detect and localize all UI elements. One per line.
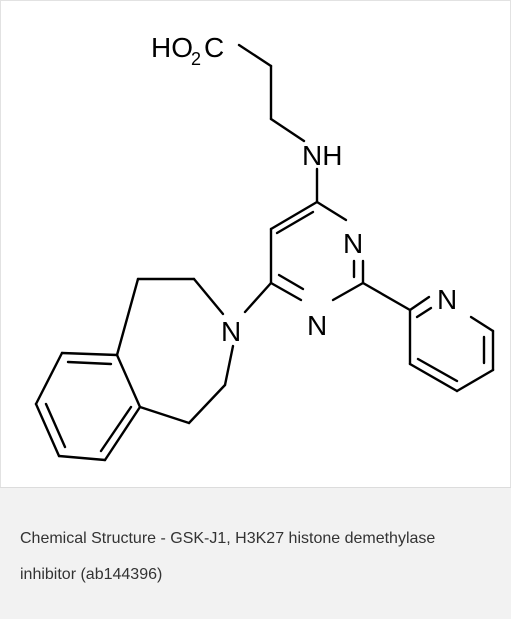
chemical-structure-diagram: HO 2 C NH N N N N: [34, 32, 495, 462]
bond-pyrimidine-azepine: [243, 281, 273, 314]
bond-py-c3-c4: [408, 362, 459, 393]
bond-bz-2-double: [99, 405, 133, 453]
bond-bz-3: [57, 454, 107, 462]
bond-cooh-ch2: [237, 43, 273, 68]
figure-caption: Chemical Structure - GSK-J1, H3K27 histo…: [20, 530, 436, 583]
bond-py-n-c2: [408, 295, 431, 312]
bond-py-c4-c5: [455, 368, 495, 393]
structure-image-frame: HO 2 C NH N N N N: [0, 0, 511, 487]
bond-bz-5: [34, 351, 64, 406]
bond-az-ch2-ch2-bottom: [187, 383, 227, 425]
bond-pyr-c4-c5: [269, 200, 319, 231]
atom-carboxyl-c: C: [204, 32, 224, 63]
bond-py-c6-n: [469, 315, 495, 333]
bond-py-c3-c4-double: [416, 357, 459, 383]
bond-pyr-c6-n1: [269, 281, 303, 302]
atom-pyridine-n: N: [437, 284, 457, 315]
bond-py-n-c2-double: [415, 306, 433, 319]
bond-bz-4-double: [44, 402, 67, 449]
bond-bz-2: [103, 405, 142, 462]
bond-az-n-ch2-bottom: [223, 344, 235, 387]
figure-caption-box: Chemical Structure - GSK-J1, H3K27 histo…: [0, 487, 511, 619]
atom-carboxyl-subscript: 2: [191, 49, 201, 69]
bond-bz-6: [60, 351, 119, 357]
bond-bz-6-double: [66, 360, 113, 366]
bond-az-ch2-benz-top: [115, 277, 140, 357]
bond-pyr-c4-c5-double: [275, 210, 315, 235]
atom-azepine-n: N: [221, 316, 241, 347]
bond-pyr-n3-c4: [315, 200, 348, 222]
atom-carboxyl-ho: HO: [151, 32, 193, 63]
atom-pyrimidine-n-bottom: N: [307, 310, 327, 341]
bond-pyrimidine-pyridine: [361, 281, 412, 312]
bond-az-ch2-benz-bottom: [138, 405, 191, 425]
atom-amine-nh: NH: [302, 140, 342, 171]
bond-az-n-ch2-top: [192, 277, 225, 316]
atom-pyrimidine-n-top: N: [343, 228, 363, 259]
bond-pyr-n1-c2: [331, 281, 365, 302]
bond-pyr-c6-n1-double: [277, 273, 305, 291]
bond-bz-4: [34, 402, 61, 458]
bond-ch2-nh: [269, 117, 306, 143]
bond-bz-1: [115, 353, 142, 409]
